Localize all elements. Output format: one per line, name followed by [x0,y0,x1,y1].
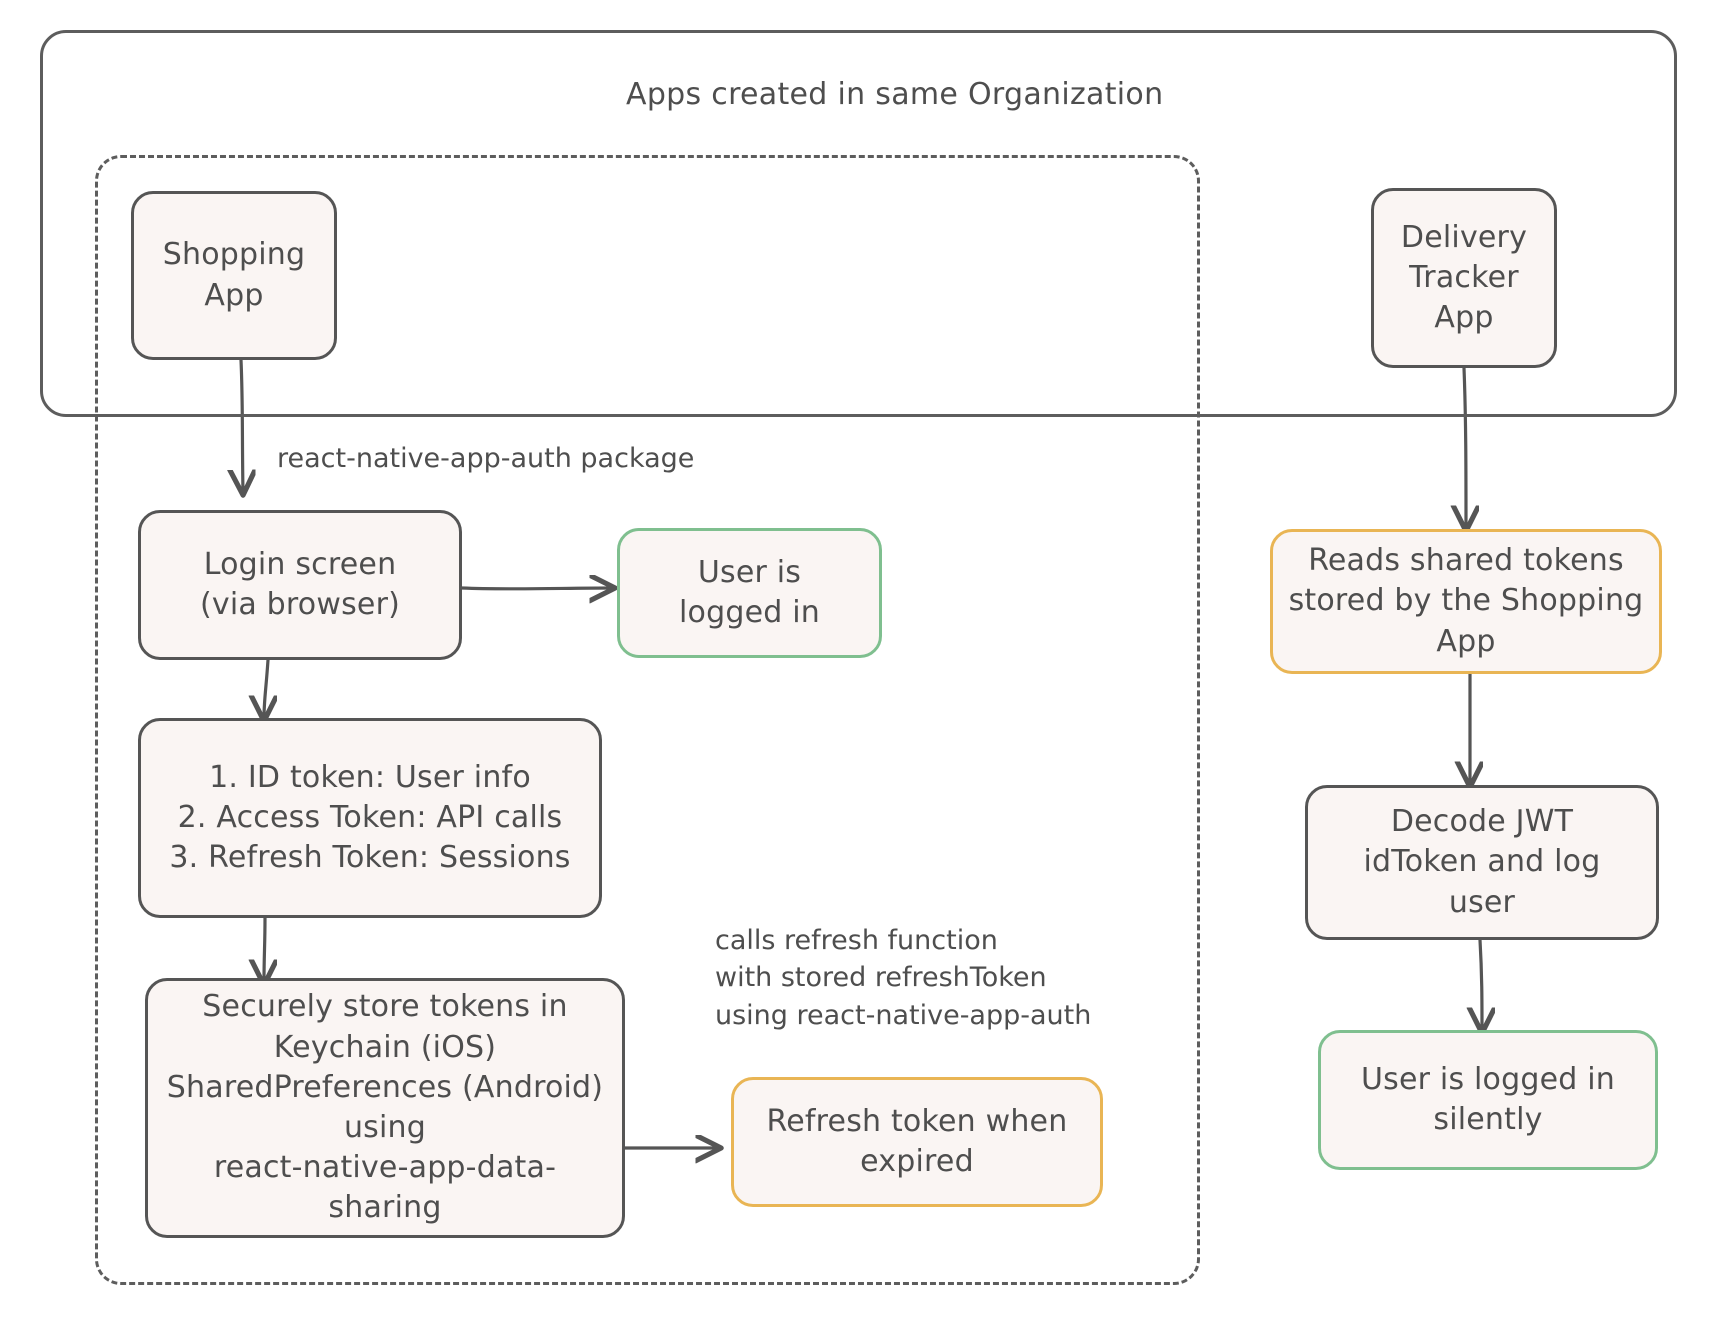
node-user-logged-in[interactable]: User is logged in [617,528,882,658]
node-delivery-tracker-app[interactable]: Delivery Tracker App [1371,188,1557,368]
node-reads-shared-tokens[interactable]: Reads shared tokens stored by the Shoppi… [1270,529,1662,674]
node-logged-in-silently[interactable]: User is logged in silently [1318,1030,1658,1170]
node-reads-shared-tokens-label: Reads shared tokens stored by the Shoppi… [1288,543,1644,659]
group-organization [40,30,1677,417]
node-tokens-list-label: 1. ID token: User info 2. Access Token: … [169,759,571,876]
edge-label-calls-refresh: calls refresh function with stored refre… [715,925,1092,1031]
node-shopping-app[interactable]: Shopping App [131,191,337,360]
node-shopping-app-label: Shopping App [162,237,306,313]
group-organization-title: Apps created in same Organization [626,77,1164,112]
node-delivery-tracker-app-label: Delivery Tracker App [1400,219,1528,336]
node-tokens-list[interactable]: 1. ID token: User info 2. Access Token: … [138,718,602,918]
node-secure-store-label: Securely store tokens in Keychain (iOS) … [166,989,604,1226]
node-login-screen[interactable]: Login screen (via browser) [138,510,462,660]
node-login-screen-label: Login screen (via browser) [199,546,401,622]
node-user-logged-in-label: User is logged in [679,554,820,630]
group-shopping-app-scope [95,155,1200,1285]
node-refresh-token[interactable]: Refresh token when expired [731,1077,1103,1207]
node-secure-store[interactable]: Securely store tokens in Keychain (iOS) … [145,978,625,1238]
node-refresh-token-label: Refresh token when expired [766,1103,1068,1179]
node-decode-jwt-label: Decode JWT idToken and log user [1363,804,1601,920]
node-logged-in-silently-label: User is logged in silently [1361,1061,1615,1137]
node-decode-jwt[interactable]: Decode JWT idToken and log user [1305,785,1659,940]
edge-label-auth-package: react-native-app-auth package [277,443,695,474]
